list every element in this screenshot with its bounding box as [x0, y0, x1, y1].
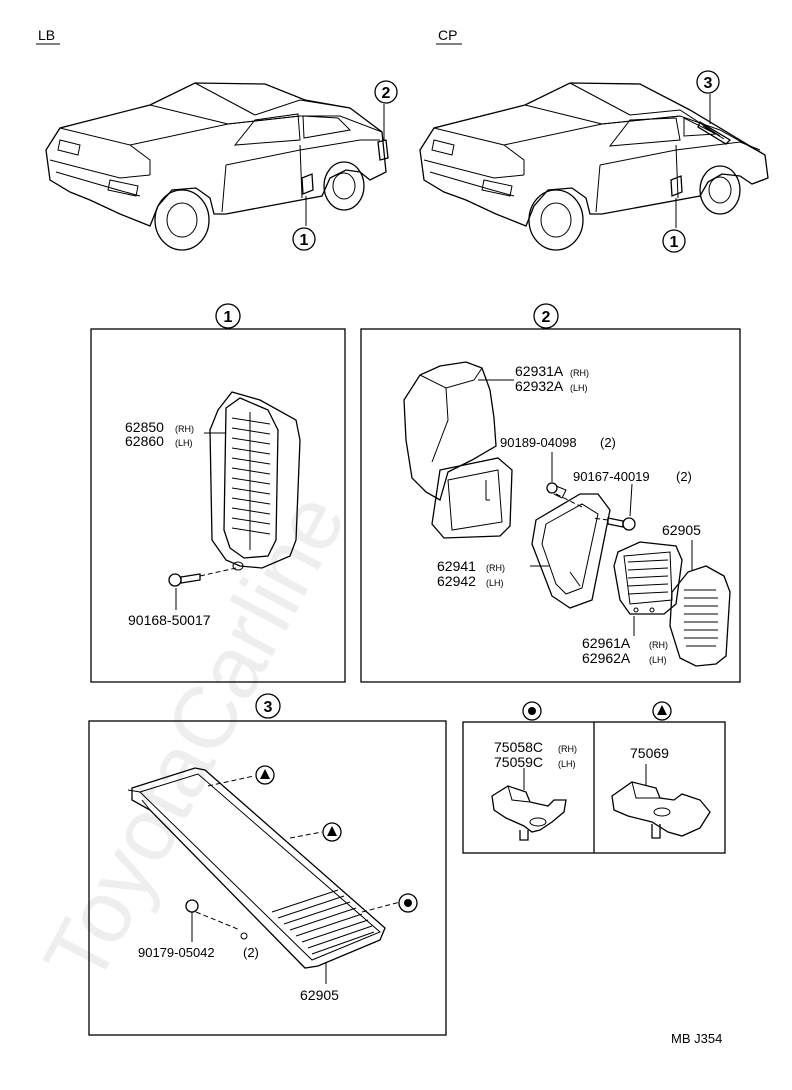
label-75059c: 75059C (LH) [494, 754, 576, 770]
label-62932a: 62932A (LH) [515, 378, 588, 394]
dot-marker-panel3 [398, 893, 418, 913]
label-62850: 62850 (RH) [125, 419, 194, 435]
clip-90179-illustration [185, 899, 248, 940]
panel-1-frame [90, 328, 346, 683]
triangle-marker-2 [322, 822, 342, 842]
svg-text:(2): (2) [676, 469, 692, 484]
watermark: ToyotaCarline [24, 477, 364, 999]
label-75058c: 75058C (RH) [494, 739, 577, 755]
svg-text:62961A: 62961A [582, 635, 631, 651]
svg-text:90179-05042: 90179-05042 [138, 945, 215, 960]
svg-text:62931A: 62931A [515, 363, 564, 379]
panel-3-title: 3 [255, 693, 281, 719]
panel-2-title: 2 [533, 303, 559, 329]
svg-text:(RH): (RH) [570, 368, 589, 378]
label-90167-40019: 90167-40019 (2) [573, 469, 692, 484]
label-62931a: 62931A (RH) [515, 363, 589, 379]
dot-marker-panel4 [522, 701, 542, 721]
duct-illustration [403, 361, 513, 539]
label-62962a: 62962A (LH) [582, 650, 667, 666]
clip-90189-illustration [546, 482, 585, 509]
svg-text:1: 1 [670, 234, 679, 251]
svg-text:1: 1 [300, 232, 309, 249]
header-cp: CP [438, 27, 457, 43]
label-62942: 62942 (LH) [437, 573, 504, 589]
svg-text:62932A: 62932A [515, 378, 564, 394]
label-62860: 62860 (LH) [125, 433, 193, 449]
svg-text:(LH): (LH) [175, 438, 193, 448]
label-90168-50017: 90168-50017 [128, 612, 211, 628]
svg-text:62942: 62942 [437, 573, 476, 589]
car-cp-illustration [419, 82, 769, 251]
label-62941: 62941 (RH) [437, 558, 505, 574]
panel-3-frame [88, 720, 447, 1036]
panel-1-title: 1 [215, 303, 241, 329]
svg-text:1: 1 [224, 309, 233, 326]
screw-90167-illustration [591, 517, 636, 531]
screw-90168-illustration [168, 567, 237, 587]
svg-text:(RH): (RH) [175, 424, 194, 434]
svg-text:75058C: 75058C [494, 739, 543, 755]
svg-text:90189-04098: 90189-04098 [500, 435, 577, 450]
svg-text:(RH): (RH) [486, 563, 505, 573]
svg-text:62860: 62860 [125, 433, 164, 449]
callout-lb-2[interactable]: 2 [374, 80, 398, 104]
svg-text:62850: 62850 [125, 419, 164, 435]
svg-text:75059C: 75059C [494, 754, 543, 770]
svg-text:2: 2 [542, 309, 551, 326]
bracket-75069-illustration [611, 764, 711, 839]
label-62905-panel3: 62905 [300, 987, 339, 1003]
label-90179-05042: 90179-05042 (2) [138, 945, 259, 960]
svg-text:3: 3 [704, 75, 713, 92]
svg-text:(LH): (LH) [486, 578, 504, 588]
side-vent-grille-illustration [209, 391, 301, 571]
callout-lb-1[interactable]: 1 [292, 227, 316, 251]
bracket-75058c-illustration [491, 768, 567, 841]
label-75069: 75069 [630, 745, 669, 761]
svg-text:(LH): (LH) [570, 383, 588, 393]
panel-2-frame [360, 328, 741, 683]
svg-text:(LH): (LH) [649, 655, 667, 665]
callout-cp-3[interactable]: 3 [696, 70, 720, 94]
label-90189-04098: 90189-04098 (2) [500, 435, 616, 450]
callout-cp-1[interactable]: 1 [662, 229, 686, 253]
leader-90167 [629, 483, 633, 517]
svg-text:62962A: 62962A [582, 650, 631, 666]
svg-text:2: 2 [382, 85, 391, 102]
svg-text:(RH): (RH) [649, 640, 668, 650]
header-lb: LB [38, 27, 55, 43]
svg-text:(2): (2) [243, 945, 259, 960]
mounting-frame-illustration [531, 493, 611, 609]
svg-text:(LH): (LH) [558, 759, 576, 769]
louver-cover-illustration [669, 565, 731, 667]
svg-text:90167-40019: 90167-40019 [573, 469, 650, 484]
label-62905-panel2: 62905 [662, 522, 701, 538]
svg-text:3: 3 [264, 699, 273, 716]
svg-text:(RH): (RH) [558, 744, 577, 754]
drawing-code: MB J354 [671, 1031, 722, 1046]
triangle-marker-1 [255, 765, 275, 785]
car-lb-illustration [45, 82, 389, 251]
quarter-louver-illustration [127, 767, 401, 969]
svg-text:62941: 62941 [437, 558, 476, 574]
label-62961a: 62961A (RH) [582, 635, 668, 651]
triangle-marker-panel4 [652, 701, 672, 721]
svg-text:(2): (2) [600, 435, 616, 450]
